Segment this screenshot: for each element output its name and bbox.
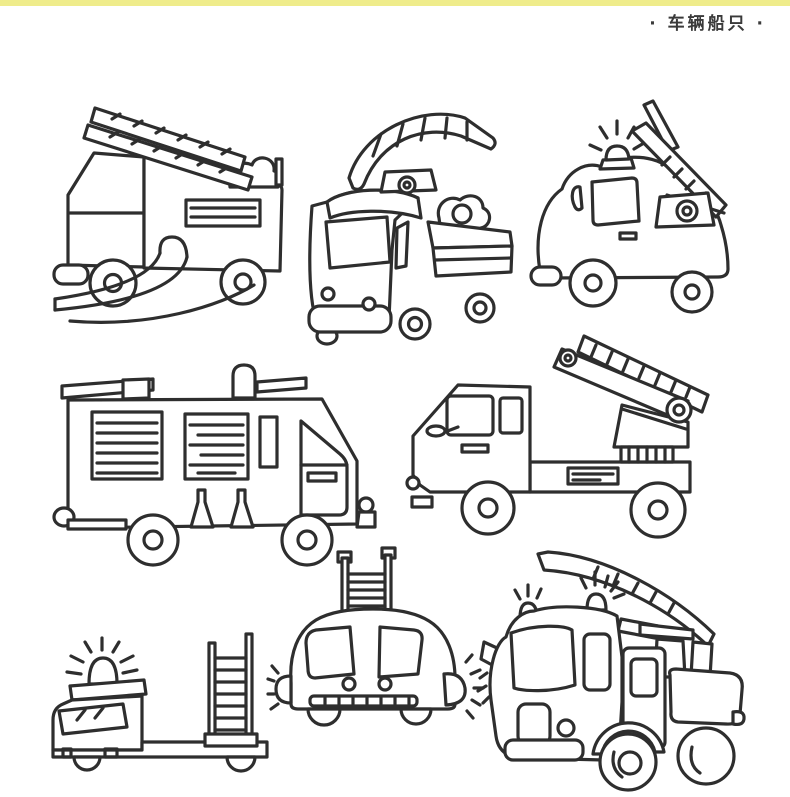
- vehicle-ladder-car-front: [266, 546, 485, 727]
- crane-arm: [630, 99, 728, 229]
- cab: [307, 168, 438, 346]
- top-yellow-strip: [0, 0, 790, 6]
- cab: [405, 383, 532, 509]
- wheels: [568, 258, 714, 314]
- page-title: · 车辆船只 ·: [649, 14, 766, 34]
- ladder-assembly: [552, 334, 710, 464]
- roof-ladder: [336, 546, 397, 615]
- extension-ladder: [82, 106, 254, 192]
- vehicle-aerial-boom-truck: [307, 112, 514, 346]
- underside-details: [52, 488, 377, 531]
- rear-section: [638, 622, 746, 786]
- vehicle-fire-engine-van: [52, 363, 377, 567]
- front-wheel: [591, 721, 666, 792]
- siren-light: [65, 636, 139, 686]
- cab: [51, 678, 148, 752]
- vehicle-cartoon-fire-truck: [476, 550, 746, 792]
- car-body: [289, 607, 457, 711]
- car-body: [536, 155, 730, 280]
- ladder: [203, 632, 259, 748]
- siren-light: [588, 119, 646, 171]
- vehicle-crane-car-siren: [529, 99, 730, 314]
- flasher-lights: [266, 653, 485, 720]
- hose: [53, 235, 256, 324]
- cab: [476, 605, 624, 762]
- shutter-panels: [90, 410, 279, 481]
- vehicle-fire-truck-ladder-hose: [52, 106, 284, 324]
- rear-bumper: [52, 263, 90, 286]
- roof-rack: [60, 363, 308, 401]
- wheels: [72, 755, 257, 773]
- wheels: [126, 513, 334, 567]
- wheels: [88, 258, 267, 308]
- aerial-boom: [347, 112, 497, 191]
- wheels: [460, 480, 687, 539]
- vehicle-aerial-ladder-truck: [405, 334, 710, 539]
- wheels: [306, 707, 433, 727]
- vehicle-flatbed-ladder-truck: [51, 632, 269, 773]
- front-wheel: [398, 307, 432, 341]
- front-bumper: [529, 265, 563, 287]
- truck-bed: [426, 194, 514, 324]
